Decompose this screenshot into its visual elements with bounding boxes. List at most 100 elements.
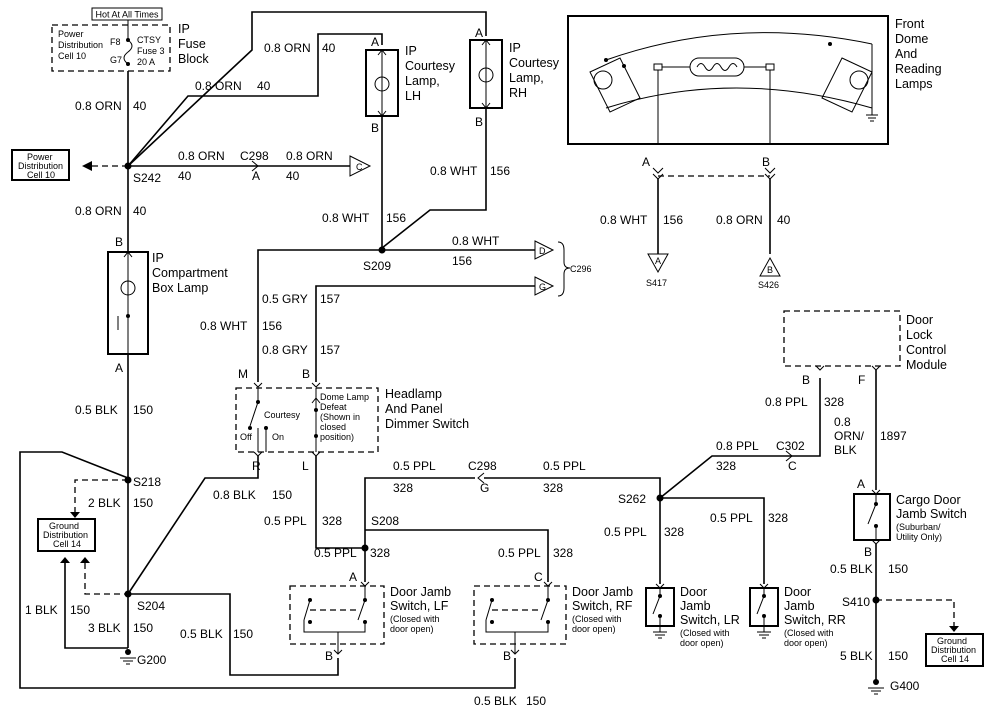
splice-s218-label: S218 [133,475,161,489]
dome-right-switch-node [828,42,832,46]
lf-bottom-connector [333,632,343,655]
c296-brace [557,241,571,297]
lh-lamp-bulb-icon [374,76,390,92]
rf-switch-outline [473,585,567,645]
c298-pin-a: A [252,169,260,183]
door-lock-outline [783,310,901,367]
c302-pin: C [788,459,797,473]
dome-bulb-icon [689,57,745,77]
rh-pin-a: A [475,26,483,40]
c302-label: C302 [776,439,805,453]
wire-s218-gd [74,479,128,512]
lf-note-2: door open) [390,624,434,634]
lf-node-4 [363,620,367,624]
gd-right-2: Distribution [931,645,976,655]
wire-label-orn-5: 0.8 ORN [195,79,242,93]
headlamp-name-2: And Panel [385,402,443,416]
wire-label-150-e: 150 [233,627,253,641]
ground-g400: G400 [868,679,920,695]
wire-label-150-c: 150 [133,496,153,510]
rh-name-1: IP [509,41,521,55]
wire-label-40-2: 40 [133,204,147,218]
compartment-bulb-icon [120,280,136,296]
dome-name-1: Front [895,17,925,31]
connector-c298-g-icon [477,472,485,484]
lf-node-2 [363,598,367,602]
lr-name-1: Door [680,585,707,599]
wire-label-328-4: 328 [716,459,736,473]
compartment-pin-b: B [115,235,123,249]
rf-bottom-connector [510,632,520,655]
headlamp-name-3: Dimmer Switch [385,417,469,431]
wire-label-ppl-6: 0.5 PPL [604,525,647,539]
door-lock-control-module: Door Lock Control Module B F [783,310,947,387]
gd-left-1: Ground [49,521,79,531]
dome-lamp-box [567,15,889,145]
fuse-text-1: CTSY [137,35,161,45]
rf-node-2 [546,598,550,602]
dome-name-5: Lamps [895,77,933,91]
cargo-note-2: Utility Only) [896,532,942,542]
cargo-name-2: Jamb Switch [896,507,967,521]
wire-label-328-1: 328 [322,514,342,528]
c298-pin-g: G [480,481,489,495]
dome-name-4: Reading [895,62,942,76]
dome-arc-bottom [605,87,873,109]
wire-outer-loop [19,451,516,689]
wire-label-150-i: 150 [888,649,908,663]
courtesy-node-1 [256,400,260,404]
wire-label-328-3: 328 [543,481,563,495]
fuse-node-top [126,38,130,42]
rr-node-2 [762,614,766,618]
wire-label-156-1: 156 [386,211,406,225]
lr-note-2: door open) [680,638,724,648]
courtesy-node-3 [264,426,268,430]
wire-label-blk5: 5 BLK [840,649,873,663]
cargo-node-1 [874,502,878,506]
defeat-arrow-up [311,397,321,404]
ground-distribution-ref-left [37,518,96,552]
wire-gd-g200 [64,563,128,649]
lh-name-3: Lamp, [405,74,440,88]
wire-label-blk05-1: 0.5 BLK [75,403,118,417]
wire-s204-gd [84,563,128,595]
rr-name-2: Jamb [784,599,815,613]
wire-label-orn-6: 0.8 ORN [264,41,311,55]
flag-c296-d-icon [534,240,555,260]
wire-label-ppl-8: 0.5 PPL [314,546,357,560]
c298-label-g: C298 [468,459,497,473]
dome-arc-top [605,32,873,61]
g200-label: G200 [137,653,167,667]
rh-name-4: RH [509,86,527,100]
wire-label-ppl-3: 0.5 PPL [543,459,586,473]
wire-s410-gd [876,599,955,626]
headlamp-pin-r: R [252,459,261,473]
cargo-pin-a: A [857,477,865,491]
wire-label-blk05-4: 0.5 BLK [830,562,873,576]
rf-note-2: door open) [572,624,616,634]
defeat-text-4: closed [320,422,346,432]
wire-label-40-5: 40 [257,79,271,93]
lf-pin-b: B [325,649,333,663]
lf-pin-a: A [349,570,357,584]
dome-connectors [652,167,776,180]
wire-label-328-7: 328 [768,511,788,525]
left-reading-bulb-icon [593,70,613,90]
fuse-block-outline [51,24,171,72]
c296-label: C296 [570,264,592,274]
c296-pin-d: D [539,246,546,256]
headlamp-dimmer-switch: M B Courtesy Off On Dome Lamp Defeat (Sh… [235,367,469,473]
flag-s417-icon [647,253,669,274]
wire-label-wht-2: 0.8 WHT [430,164,478,178]
dome-filament-icon [696,63,738,71]
splice-s208-label: S208 [371,514,399,528]
fuse-node-bottom [126,62,130,66]
wire-label-ornblk-2: ORN/ [834,429,865,443]
headlamp-top-connectors [253,382,321,388]
lf-switch-outline [289,585,385,645]
fuse-text-2: Fuse 3 [137,46,165,56]
rf-switch-contacts [485,586,549,633]
flag-c-label: C [356,162,363,172]
rf-pin-b: B [503,649,511,663]
wire-label-156-2: 156 [490,164,510,178]
